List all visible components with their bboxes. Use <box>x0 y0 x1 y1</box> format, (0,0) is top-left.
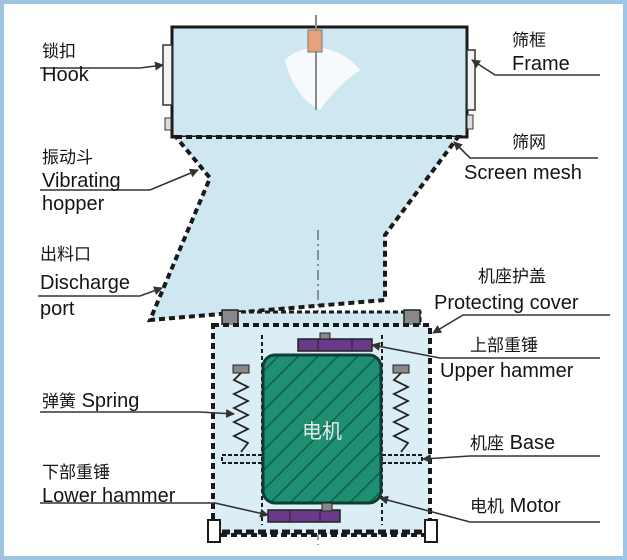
spring-platform-left <box>221 454 263 464</box>
label-vibrating-hopper-en1: Vibrating <box>42 170 121 192</box>
label-hook-en: Hook <box>42 64 89 86</box>
label-base: 机座 Base <box>470 432 555 455</box>
label-vibrating-hopper-cn: 振动斗 <box>42 148 93 168</box>
label-spring: 弹簧 Spring <box>42 390 139 413</box>
arrow-frame <box>471 59 600 76</box>
glare <box>285 47 360 110</box>
label-spring-cn: 弹簧 <box>42 392 76 412</box>
arrow-protecting-cover <box>432 314 610 334</box>
lower-hammer <box>267 502 341 523</box>
label-hook-cn: 锁扣 <box>42 42 76 62</box>
label-vibrating-hopper-en2: hopper <box>42 193 105 215</box>
foot-left <box>207 519 221 543</box>
label-frame-en: Frame <box>512 53 570 75</box>
spring-right <box>391 364 411 453</box>
label-screen-mesh-cn: 筛网 <box>512 133 546 153</box>
label-screen-mesh-en: Screen mesh <box>464 162 582 184</box>
label-upper-hammer-cn: 上部重锤 <box>470 336 538 356</box>
motor-text: 电机 <box>302 419 342 443</box>
vibrating-hopper <box>146 135 462 323</box>
arrow-discharge-port <box>38 286 163 297</box>
arrow-screen-mesh <box>453 141 598 159</box>
arrow-motor <box>379 495 600 523</box>
hook-handle <box>307 15 323 110</box>
leader-arrows <box>38 59 610 523</box>
arrow-base <box>422 453 600 463</box>
label-base-cn: 机座 <box>470 434 504 454</box>
label-discharge-port-en2: port <box>40 298 75 320</box>
label-frame-cn: 筛框 <box>512 31 546 51</box>
label-upper-hammer-en: Upper hammer <box>440 360 574 382</box>
arrow-vibrating-hopper <box>40 168 199 191</box>
label-spring-en: Spring <box>81 390 140 412</box>
foot-right <box>424 519 438 543</box>
arrow-lower-hammer <box>40 502 269 518</box>
frame-clamps <box>162 44 476 131</box>
label-lower-hammer-cn: 下部重锤 <box>42 463 110 483</box>
label-motor-en: Motor <box>509 495 561 517</box>
spring-left <box>231 364 251 453</box>
label-motor-cn: 电机 <box>470 497 504 517</box>
spring-platform-right <box>381 454 423 464</box>
label-base-en: Base <box>509 432 556 454</box>
label-protecting-cover-en: Protecting cover <box>434 292 579 314</box>
label-protecting-cover-cn: 机座护盖 <box>478 267 546 287</box>
arrow-upper-hammer <box>371 342 600 359</box>
arrow-spring <box>40 409 235 419</box>
label-discharge-port-en1: Discharge <box>40 272 131 294</box>
label-lower-hammer-en: Lower hammer <box>42 485 176 507</box>
label-motor: 电机 Motor <box>470 495 561 518</box>
label-discharge-port-cn: 出料口 <box>40 245 91 265</box>
arrow-hook <box>40 61 164 71</box>
